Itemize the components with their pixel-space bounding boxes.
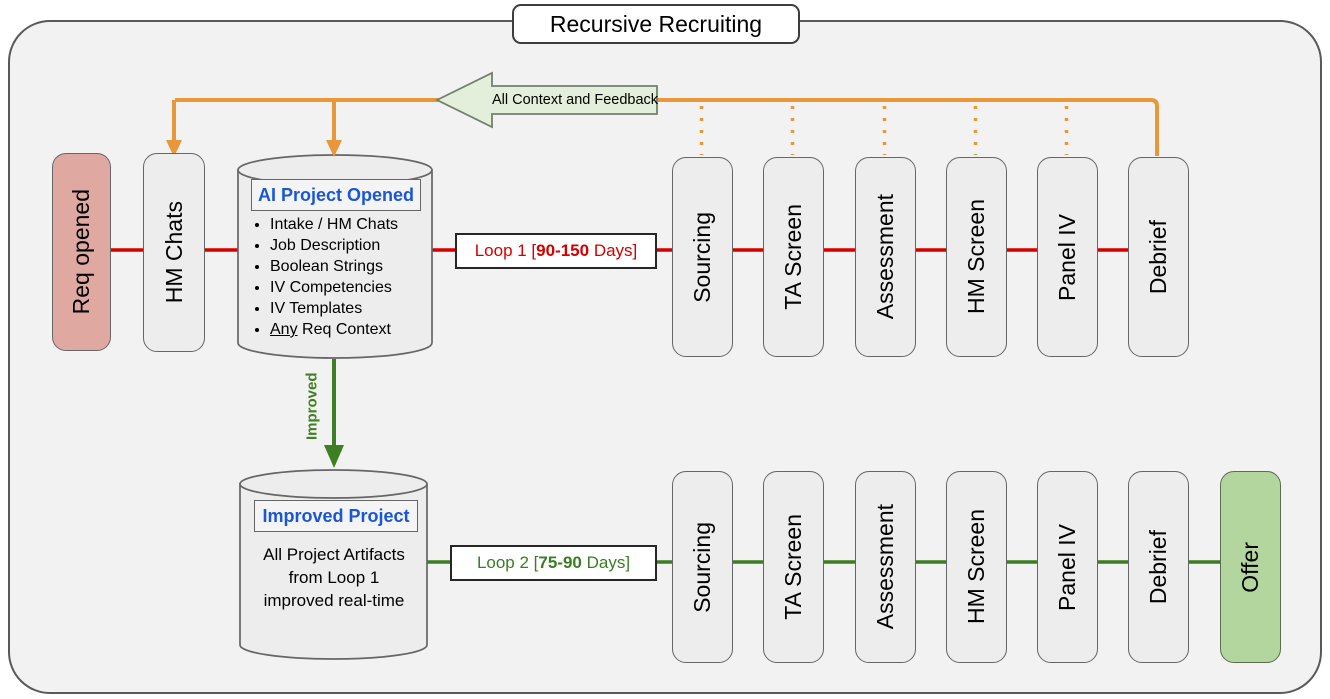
bullet-item: Intake / HM Chats [270, 214, 452, 235]
stage-label: Assessment [872, 194, 898, 320]
node-offer-label: Offer [1237, 541, 1263, 593]
loop1-stage-sourcing: Sourcing [672, 157, 733, 357]
arrowhead-down-hmchats-icon [166, 140, 182, 157]
improved-project-line: All Project Artifacts [263, 545, 405, 564]
loop2-days-bold: 75-90 [538, 553, 582, 572]
loop2-stage-hm-screen: HM Screen [946, 471, 1007, 663]
improved-project-header: Improved Project [254, 500, 418, 532]
feedback-block-arrow-icon [434, 71, 658, 129]
improved-project-body: All Project Artifacts from Loop 1 improv… [242, 543, 426, 612]
loop1-label: Loop 1 [90-150 Days] [455, 233, 657, 269]
feedback-arrow-label: All Context and Feedback [491, 87, 659, 113]
improved-arrow-text: Improved [303, 372, 321, 440]
stage-label: Panel IV [1054, 213, 1080, 301]
improved-project-line: from Loop 1 [288, 568, 380, 587]
loop2-stage-sourcing: Sourcing [672, 471, 733, 663]
improved-arrow-label: Improved [298, 363, 326, 449]
improved-project-header-text: Improved Project [262, 505, 410, 526]
loop2-prefix: Loop 2 [ [476, 553, 539, 572]
loop1-stage-panel-iv: Panel IV [1037, 157, 1098, 357]
loop2-label: Loop 2 [75-90 Days] [450, 545, 657, 581]
bullet-item: Job Description [270, 235, 452, 256]
improved-project-line: improved real-time [263, 591, 405, 610]
stage-label: HM Screen [963, 509, 989, 625]
stage-label: HM Screen [963, 199, 989, 315]
ai-project-bullet-list: Intake / HM Chats Job Description Boolea… [248, 214, 452, 340]
loop1-stage-ta-screen: TA Screen [763, 157, 824, 357]
arrowhead-down-improved-icon [324, 445, 344, 468]
diagram-title: Recursive Recruiting [512, 4, 800, 44]
node-req-opened: Req opened [52, 153, 111, 351]
feedback-main-line [175, 98, 1159, 156]
node-req-opened-label: Req opened [68, 189, 94, 315]
ai-project-cylinder [237, 154, 433, 359]
ai-project-header-text: AI Project Opened [257, 184, 415, 205]
node-hm-chats: HM Chats [143, 153, 205, 352]
stage-label: TA Screen [780, 514, 806, 620]
stage-label: TA Screen [780, 204, 806, 310]
loop2-suffix: Days] [581, 553, 631, 572]
stage-label: Sourcing [689, 211, 715, 303]
loop2-stage-debrief: Debrief [1128, 471, 1189, 663]
node-offer: Offer [1220, 471, 1281, 663]
loop2-stage-ta-screen: TA Screen [763, 471, 824, 663]
loop1-stage-debrief: Debrief [1128, 157, 1189, 357]
feedback-dotted-drops [699, 106, 1069, 155]
outer-container [8, 20, 1322, 694]
loop1-prefix: Loop 1 [ [474, 241, 537, 260]
loop1-days-bold: 90-150 [536, 241, 590, 260]
bullet-item: Any Req Context [270, 319, 452, 340]
loop2-stage-assessment: Assessment [855, 471, 916, 663]
bullet-item: IV Competencies [270, 277, 452, 298]
stage-label: Assessment [872, 504, 898, 630]
loop1-suffix: Days] [589, 241, 638, 260]
loop1-stage-hm-screen: HM Screen [946, 157, 1007, 357]
loop1-stage-assessment: Assessment [855, 157, 916, 357]
bullet-item: Boolean Strings [270, 256, 452, 277]
stage-label: Debrief [1145, 529, 1171, 605]
node-hm-chats-label: HM Chats [160, 201, 187, 304]
feedback-arrow-text: All Context and Feedback [491, 92, 659, 108]
stage-label: Sourcing [689, 521, 715, 613]
loop2-stage-panel-iv: Panel IV [1037, 471, 1098, 663]
stage-label: Panel IV [1054, 523, 1080, 611]
stage-label: Debrief [1145, 219, 1171, 295]
bullet-any-rest: Req Context [297, 321, 391, 338]
bullet-any-underlined: Any [270, 321, 298, 338]
ai-project-header: AI Project Opened [251, 179, 421, 211]
diagram-title-text: Recursive Recruiting [549, 10, 763, 37]
bullet-item: IV Templates [270, 298, 452, 319]
arrowhead-down-cylinder-icon [326, 140, 342, 157]
